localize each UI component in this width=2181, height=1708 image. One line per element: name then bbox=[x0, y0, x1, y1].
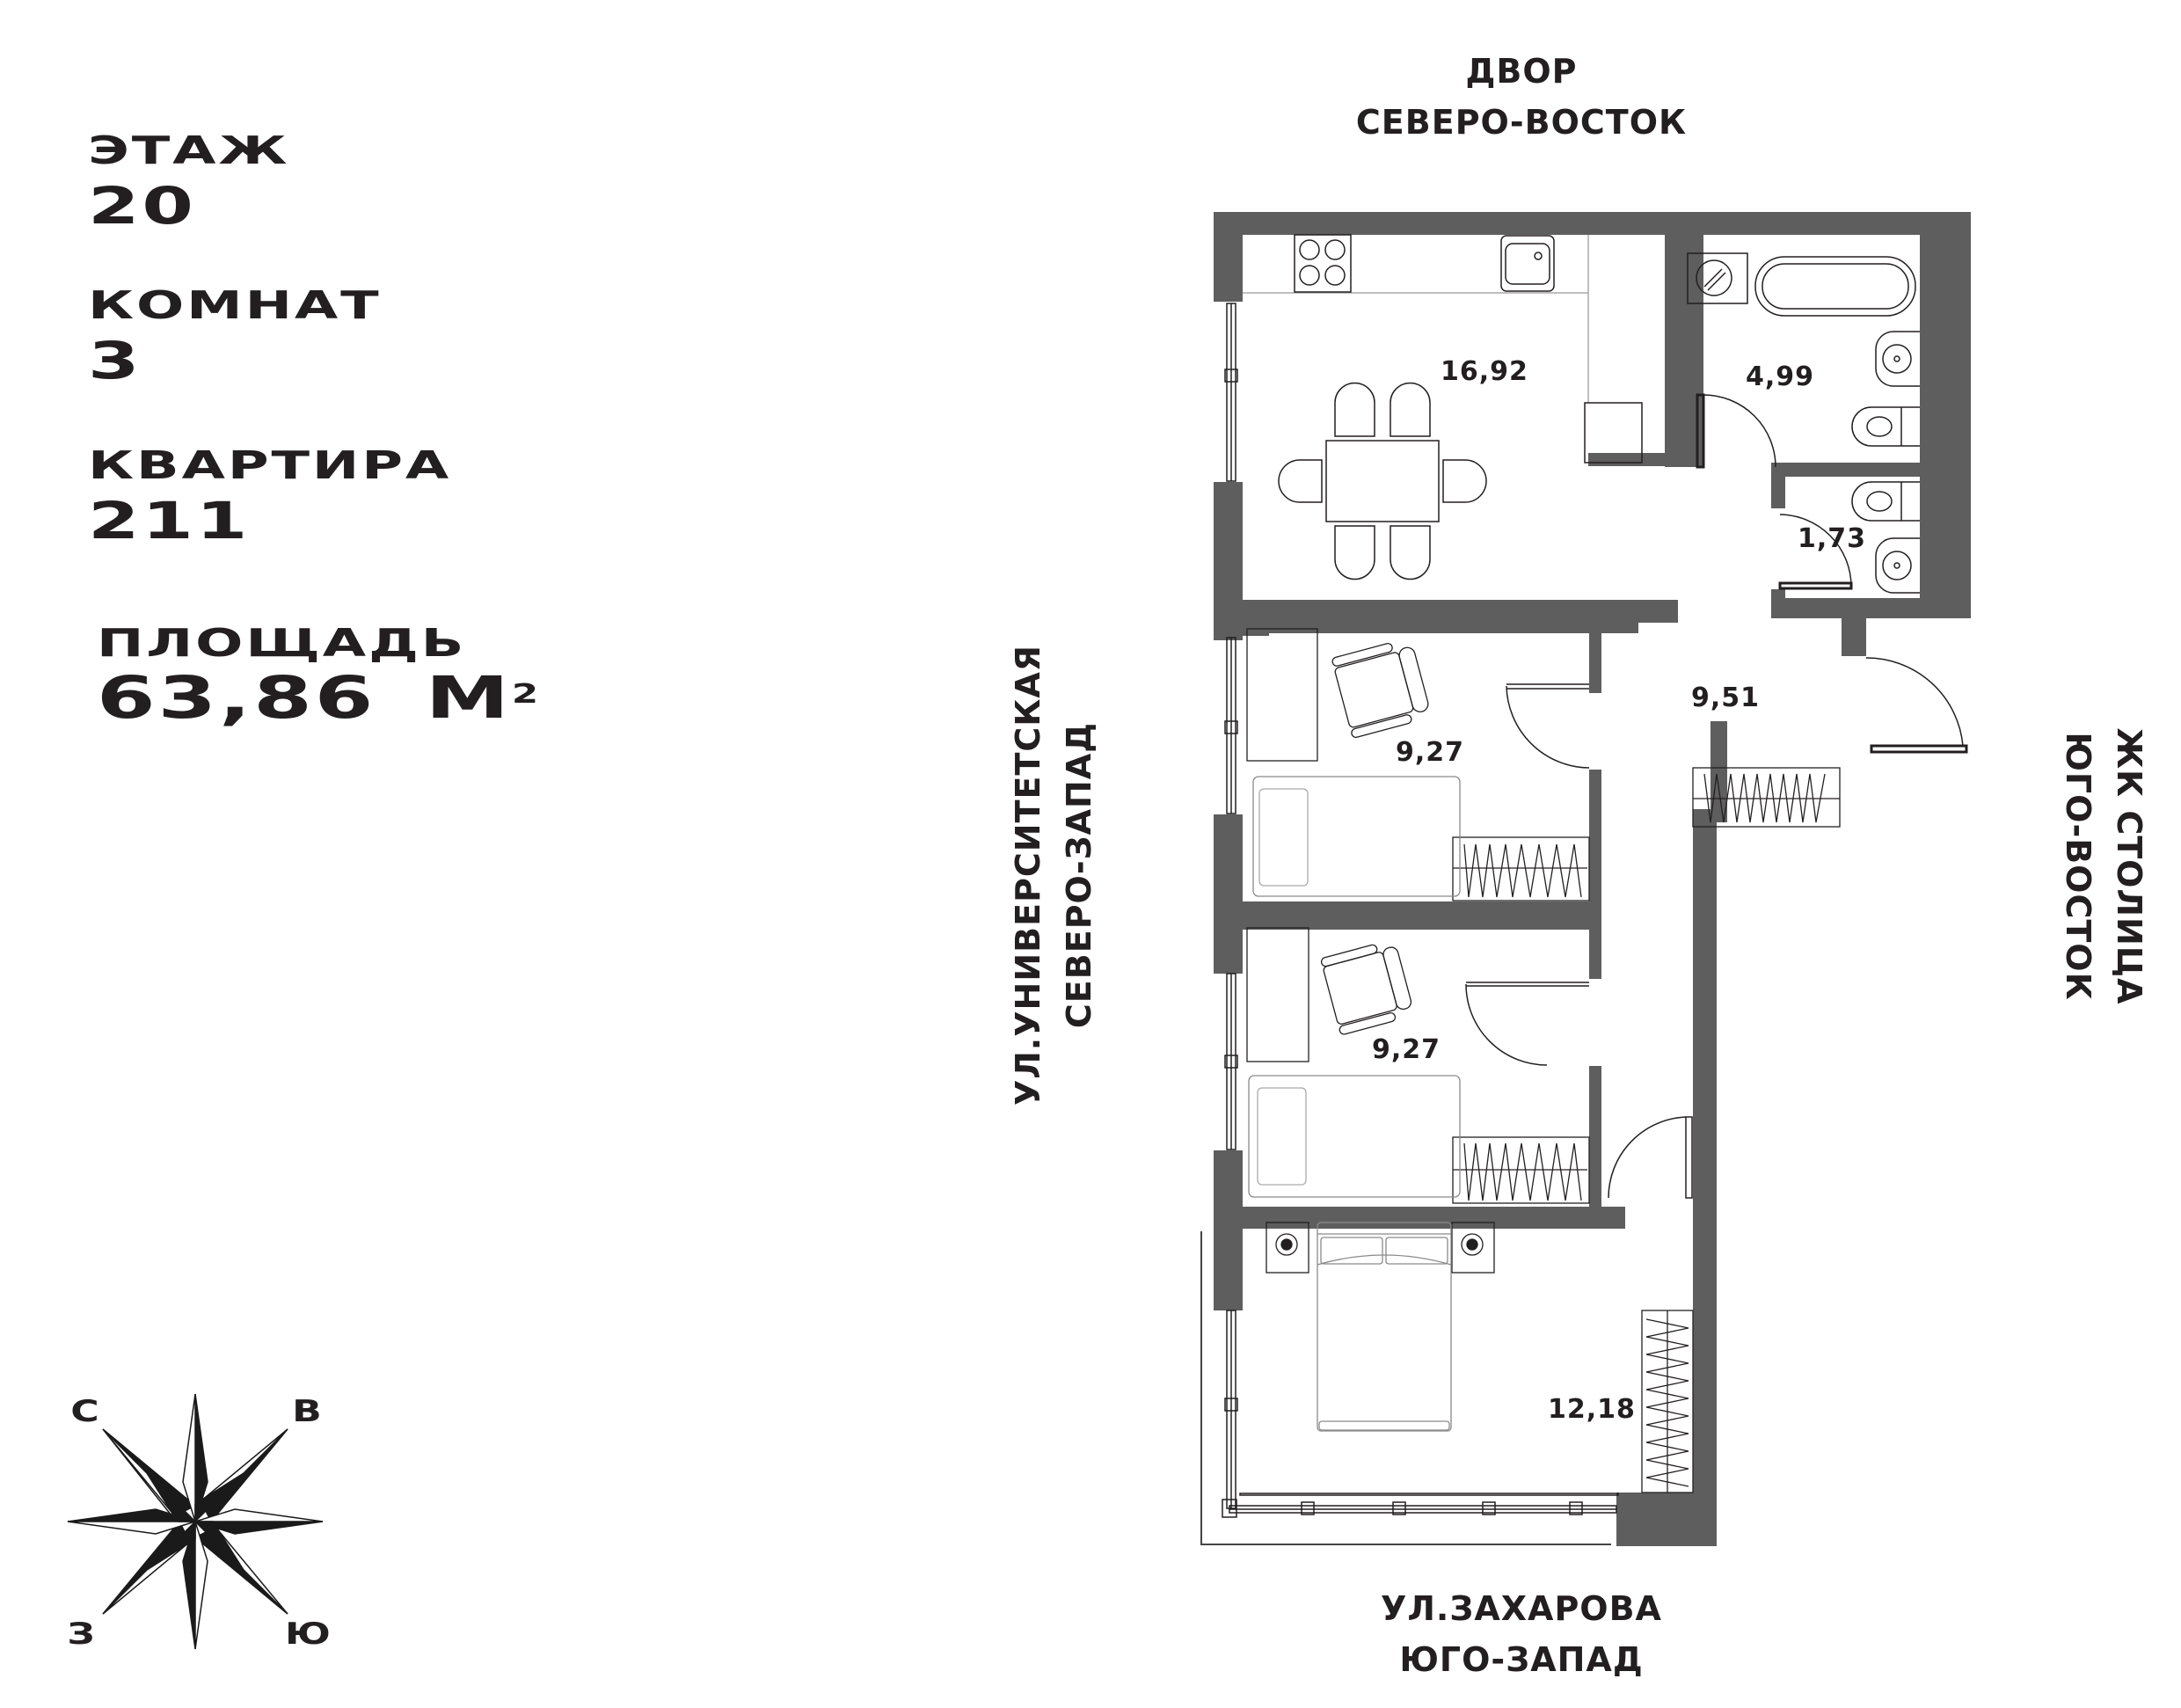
desk-icon bbox=[1246, 628, 1318, 762]
area-label: ПЛОЩАДЬ bbox=[97, 621, 467, 666]
kitchen-furniture bbox=[1243, 234, 1643, 580]
floor-value: 20 bbox=[88, 176, 196, 236]
area-unit-power: 2 bbox=[511, 679, 542, 710]
area-value-line: 63,86 М2 bbox=[97, 669, 542, 727]
room-area-bedroom-1: 9,27 bbox=[1396, 737, 1464, 768]
floor-info: ЭТАЖ 20 bbox=[88, 132, 288, 233]
toilet-icon bbox=[1851, 481, 1920, 522]
bed-icon bbox=[1248, 1075, 1461, 1198]
room-area-toilet: 1,73 bbox=[1798, 523, 1866, 554]
orientation-top: ДВОР СЕВЕРО-ВОСТОК bbox=[1249, 46, 1794, 148]
armchair-icon bbox=[1331, 643, 1429, 738]
compass-east-label: В bbox=[292, 1394, 322, 1429]
bedroom-furniture bbox=[1246, 628, 1495, 1432]
sink-icon bbox=[1875, 537, 1920, 594]
room-area-bedroom-2: 9,27 bbox=[1372, 1034, 1441, 1065]
room-labels: 16,92 4,99 1,73 9,51 9,27 9,27 12,18 bbox=[1372, 356, 1866, 1425]
orientation-bottom-line2: ЮГО-ЗАПАД bbox=[1399, 1640, 1644, 1679]
apartment-label: КВАРТИРА bbox=[88, 443, 452, 488]
floor-label: ЭТАЖ bbox=[88, 128, 290, 173]
dining-table-icon bbox=[1325, 440, 1440, 522]
windows bbox=[1222, 303, 1619, 1518]
orientation-bottom: УЛ.ЗАХАРОВА ЮГО-ЗАПАД bbox=[1249, 1583, 1794, 1685]
sink-icon bbox=[1500, 235, 1555, 292]
armchair-icon bbox=[1320, 944, 1412, 1035]
rooms-value: 3 bbox=[88, 331, 142, 391]
wardrobes bbox=[1452, 767, 1841, 1493]
wardrobe-hall-icon bbox=[1692, 767, 1841, 828]
area-unit: М bbox=[425, 664, 512, 732]
room-area-hallway: 9,51 bbox=[1691, 682, 1760, 713]
room-area-master-bedroom: 12,18 bbox=[1548, 1394, 1636, 1425]
walls bbox=[1214, 212, 1971, 1546]
rooms-label: КОМНАТ bbox=[88, 283, 382, 328]
orientation-top-line1: ДВОР bbox=[1465, 52, 1578, 91]
toilet-icon bbox=[1851, 406, 1920, 447]
nightstand-icon bbox=[1266, 1222, 1309, 1274]
compass-south-label: Ю bbox=[285, 1617, 331, 1652]
compass-north-label: С bbox=[70, 1394, 99, 1429]
outer-frame bbox=[1200, 1231, 1611, 1545]
washing-machine-icon bbox=[1687, 252, 1748, 304]
compass-west-label: З bbox=[67, 1617, 95, 1652]
orientation-top-line2: СЕВЕРО-ВОСТОК bbox=[1355, 103, 1688, 142]
apartment-info: КВАРТИРА 211 bbox=[88, 447, 449, 548]
rooms-info: КОМНАТ 3 bbox=[88, 287, 379, 388]
room-area-bathroom: 4,99 bbox=[1746, 361, 1814, 392]
fridge-icon bbox=[1584, 402, 1643, 463]
bathtub-icon bbox=[1754, 256, 1916, 317]
room-area-kitchen: 16,92 bbox=[1441, 356, 1528, 387]
desk-icon bbox=[1246, 927, 1309, 1062]
compass-rose-icon bbox=[67, 1393, 324, 1650]
apartment-value: 211 bbox=[88, 491, 251, 551]
area-value: 63,86 bbox=[97, 664, 376, 732]
bed-icon bbox=[1252, 776, 1461, 897]
stove-icon bbox=[1294, 234, 1352, 293]
area-info: ПЛОЩАДЬ 63,86 М2 bbox=[97, 624, 538, 727]
nightstand-icon bbox=[1451, 1222, 1495, 1274]
sink-icon bbox=[1875, 331, 1920, 387]
orientation-bottom-line1: УЛ.ЗАХАРОВА bbox=[1381, 1589, 1662, 1628]
bathroom-fixtures bbox=[1687, 252, 1920, 594]
doors bbox=[1465, 393, 1968, 1199]
wardrobe-bedroom1-icon bbox=[1452, 836, 1590, 901]
double-bed-icon bbox=[1317, 1222, 1452, 1432]
